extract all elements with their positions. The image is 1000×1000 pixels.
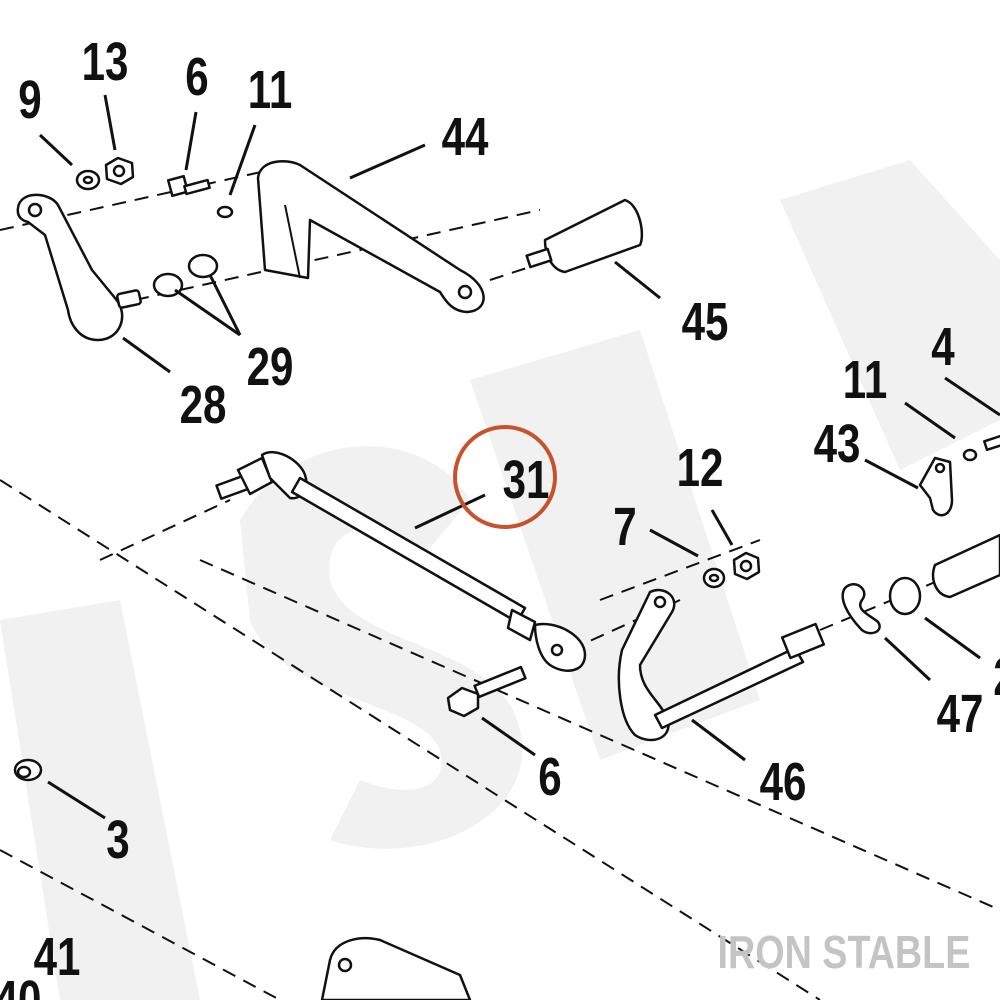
part-44-lever	[256, 160, 485, 314]
callout-9: 9	[18, 70, 41, 130]
part-11-washer-right	[962, 448, 978, 462]
part-6-bolt-top	[166, 174, 211, 198]
callout-3: 3	[106, 810, 129, 870]
part-3-fitting	[13, 758, 43, 782]
part-13-nut	[104, 156, 135, 186]
part-6-bolt-bottom	[446, 665, 527, 718]
leader-lines	[38, 94, 1000, 820]
part-47-clip	[841, 583, 881, 635]
callout-labels: 9 13 6 11 44 45 28 29 31 12 7 11 4 43 47…	[0, 32, 1000, 1000]
callout-6-top: 6	[185, 47, 208, 107]
callout-13: 13	[82, 32, 129, 92]
part-4-bolt-right	[983, 433, 1000, 452]
callout-11-top: 11	[248, 60, 293, 120]
callout-44: 44	[442, 107, 489, 167]
part-46-shift-lever	[617, 588, 826, 742]
part-43-bracket	[918, 456, 954, 517]
callout-46: 46	[760, 752, 807, 812]
part-45-peg	[525, 198, 644, 274]
highlight-circle	[453, 425, 557, 529]
callout-43: 43	[814, 414, 861, 474]
callout-7: 7	[613, 497, 636, 557]
part-2-shaft	[888, 533, 1000, 616]
callout-6-bottom: 6	[538, 747, 561, 807]
watermark-label: IRON STABLE	[717, 926, 970, 978]
part-40-plate	[320, 936, 472, 1000]
callout-45: 45	[682, 292, 729, 352]
part-29-bushings	[152, 253, 219, 298]
part-9-washer	[75, 169, 101, 191]
callout-12: 12	[677, 438, 724, 498]
part-31-rod	[215, 450, 587, 672]
part-7-washer	[702, 567, 726, 589]
callout-40: 40	[0, 970, 41, 1000]
callout-11-right: 11	[843, 350, 888, 410]
callout-29: 29	[247, 337, 294, 397]
callout-31: 31	[503, 450, 550, 510]
callout-28: 28	[180, 375, 227, 435]
callout-41: 41	[34, 927, 81, 987]
watermark-shapes	[0, 160, 1000, 1000]
callout-4: 4	[931, 317, 954, 377]
part-28-arm	[16, 193, 142, 342]
part-11-washer-top	[216, 205, 234, 219]
part-12-nut	[732, 551, 761, 581]
callout-47: 47	[937, 684, 984, 744]
callout-2: 2	[993, 647, 1000, 707]
